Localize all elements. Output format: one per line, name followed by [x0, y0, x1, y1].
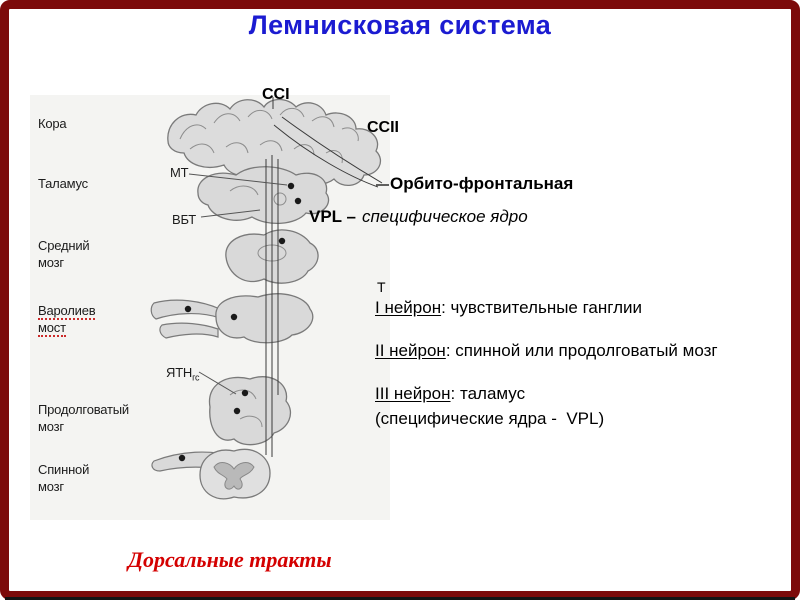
neuron-note-3-extra: (специфические ядра - VPL) — [375, 409, 605, 428]
label-pons-2: мост — [38, 320, 66, 338]
label-mt: МТ — [170, 165, 189, 180]
neuron-1-desc: : чувствительные ганглии — [441, 298, 643, 317]
neuron-3-term: III нейрон — [375, 384, 451, 403]
label-thalamus: Таламус — [38, 176, 88, 191]
tract-lines — [265, 97, 389, 457]
neuron-note-2: II нейрон: спинной или продолговатый моз… — [375, 341, 718, 361]
brain-diagram: Кора Таламус Средний мозг Варолиев мост … — [30, 95, 390, 520]
label-vbt: ВБТ — [172, 212, 196, 227]
neuron-note-3: III нейрон: таламус — [375, 384, 525, 404]
label-yatn-subscript: гс — [192, 372, 200, 383]
neuron-2-term: II нейрон — [375, 341, 446, 360]
label-spinal-2: мозг — [38, 479, 64, 494]
annotation-vpl: VPL – специфическое ядро — [309, 207, 528, 227]
label-pons-1: Варолиев — [38, 303, 96, 321]
label-midbrain-1: Средний — [38, 238, 90, 253]
label-medulla-1: Продолговатый — [38, 402, 129, 417]
thalamus-shape — [197, 166, 330, 224]
label-yatn-text: ЯТН — [166, 365, 193, 380]
label-midbrain-2: мозг — [38, 255, 64, 270]
stray-t-fragment: Т — [377, 279, 386, 295]
label-yatn: ЯТНгс — [166, 365, 200, 383]
footer-caption: Дорсальные тракты — [128, 547, 332, 572]
neuron-dots — [178, 182, 302, 462]
brain-diagram-art — [150, 97, 389, 500]
spinal-cord-shape — [151, 448, 271, 500]
label-cortex: Кора — [38, 116, 67, 131]
neuron-note-1: I нейрон: чувствительные ганглии — [375, 298, 642, 318]
vpl-desc: специфическое ядро — [361, 207, 528, 226]
page-title: Лемнисковая система — [248, 10, 552, 40]
vpl-label: VPL – — [309, 207, 356, 226]
label-spinal-1: Спинной — [38, 462, 90, 477]
annotation-ccii: CCII — [367, 119, 399, 136]
neuron-1-term: I нейрон — [375, 298, 442, 317]
label-medulla-2: мозг — [38, 419, 64, 434]
cortex-shape — [167, 98, 381, 186]
neuron-2-desc: : спинной или продолговатый мозг — [445, 341, 718, 360]
neuron-3-desc: : таламус — [450, 384, 526, 403]
leader-lines — [188, 173, 288, 395]
annotation-orbito-frontal: Орбито-фронтальная — [390, 174, 574, 193]
annotation-cci: CCI — [262, 86, 290, 103]
